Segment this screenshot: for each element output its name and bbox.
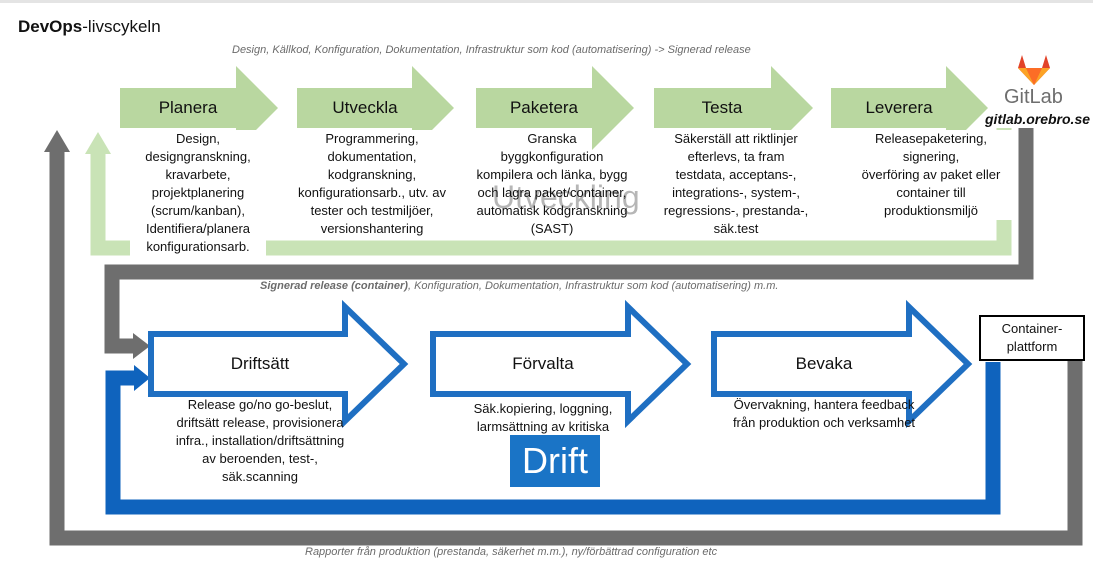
gitlab-logo-icon	[1018, 55, 1050, 85]
gitlab-wordmark: GitLab	[1004, 86, 1063, 108]
top-caption: Design, Källkod, Konfiguration, Dokument…	[232, 44, 751, 56]
container-platform-label: Container- plattform	[1001, 321, 1063, 354]
middle-caption: Signerad release (container), Konfigurat…	[260, 280, 778, 292]
arrow-bevaka	[711, 299, 973, 429]
green-arrowhead-up	[85, 132, 111, 154]
arrow-utveckla	[297, 66, 454, 150]
title-bold: DevOps	[18, 17, 83, 36]
top-border	[0, 0, 1093, 3]
grey-arrowhead-middle	[133, 333, 150, 359]
middle-caption-bold: Signerad release (container)	[260, 280, 408, 292]
stage-label-forvalta: Förvalta	[512, 354, 574, 373]
stage-desc-leverera: Releasepaketering, signering, överföring…	[846, 130, 1016, 220]
grey-bottom-loop	[49, 150, 1083, 546]
stage-label-driftsatt: Driftsätt	[230, 354, 290, 373]
stage-desc-driftsatt: Release go/no go-beslut, driftsätt relea…	[175, 397, 345, 484]
stage-label-planera: Planera	[158, 98, 218, 117]
stage-desc-planera: Design, designgranskning, kravarbete, pr…	[130, 130, 266, 256]
arrow-paketera	[476, 66, 634, 150]
arrow-testa	[654, 66, 813, 150]
stage-desc-testa: Säkerställ att riktlinjer efterlevs, ta …	[646, 130, 826, 238]
blue-loop	[105, 362, 1001, 515]
page-title: DevOps-livscykeln	[18, 17, 161, 37]
stage-label-leverera: Leverera	[865, 98, 933, 117]
ops-arrows	[148, 299, 973, 429]
container-platform-box: Container- plattform	[979, 315, 1085, 361]
blue-arrowhead	[134, 365, 150, 391]
stage-desc-bevaka: Övervakning, hantera feedback från produ…	[732, 397, 916, 430]
grey-arrowhead-up	[44, 130, 70, 152]
stage-desc-utveckla: Programmering, dokumentation, kodgranskn…	[282, 130, 462, 238]
ops-phase-label: Drift	[510, 435, 600, 487]
arrow-planera	[120, 66, 278, 150]
arrow-driftsatt	[148, 299, 409, 429]
bottom-caption: Rapporter från produktion (prestanda, sä…	[305, 546, 718, 558]
stage-label-utveckla: Utveckla	[332, 98, 398, 117]
arrow-forvalta	[430, 299, 692, 429]
middle-caption-rest: , Konfiguration, Dokumentation, Infrastr…	[407, 280, 779, 292]
stage-label-testa: Testa	[701, 98, 743, 117]
gitlab-url: gitlab.orebro.se	[985, 111, 1091, 127]
title-rest: -livscykeln	[82, 17, 161, 36]
dev-arrows	[120, 66, 988, 150]
grey-outer-loop	[104, 128, 1034, 354]
stage-label-paketera: Paketera	[509, 98, 579, 117]
stage-desc-paketera: Granska byggkonfiguration kompilera och …	[476, 131, 628, 236]
arrow-leverera	[831, 66, 988, 150]
dev-phase-label: Utveckling	[492, 179, 640, 215]
stage-label-bevaka: Bevaka	[795, 354, 853, 373]
